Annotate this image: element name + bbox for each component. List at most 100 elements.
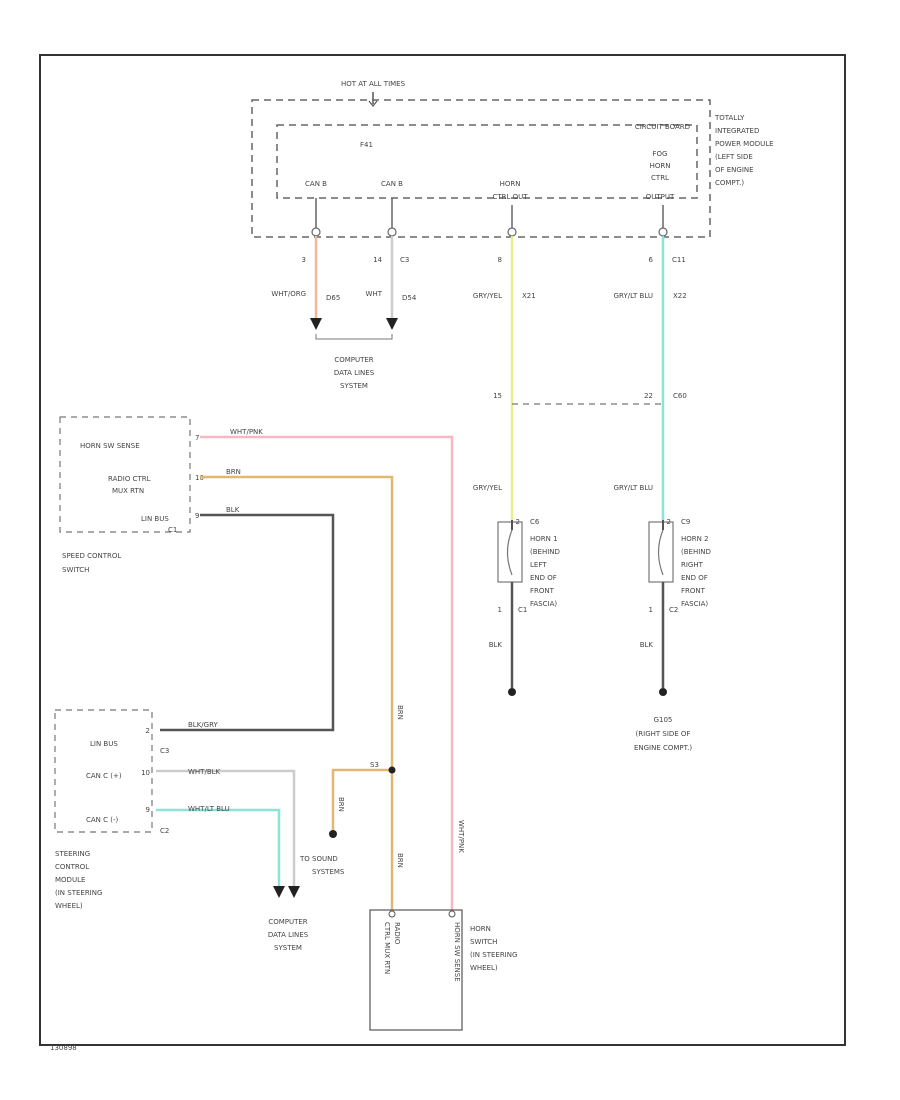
svg-text:SYSTEMS: SYSTEMS xyxy=(312,868,345,876)
svg-text:INTEGRATED: INTEGRATED xyxy=(715,127,759,135)
pin-label-fog-horn: HORN xyxy=(650,162,671,170)
horn-switch-inner-radio-2: CTRL MUX RTN xyxy=(383,922,391,974)
pin-14: 14 xyxy=(373,256,382,264)
svg-text:SWITCH: SWITCH xyxy=(62,566,89,574)
svg-text:HORN 2: HORN 2 xyxy=(681,535,709,543)
horn-switch-box xyxy=(369,909,463,1031)
scm-can-c-plus-label: CAN C (+) xyxy=(86,772,122,780)
circuit-x22: X22 xyxy=(673,292,687,300)
horn2-wire-label: GRY/LT BLU xyxy=(614,484,653,492)
svg-text:(BEHIND: (BEHIND xyxy=(530,548,560,556)
power-module-title: TOTALLY INTEGRATED POWER MODULE (LEFT SI… xyxy=(714,114,774,187)
scm-pin-2: 2 xyxy=(146,727,150,735)
svg-text:COMPT.): COMPT.) xyxy=(715,179,744,187)
pin-8: 8 xyxy=(498,256,502,264)
svg-text:FASCIA): FASCIA) xyxy=(530,600,557,608)
ground-g105-label: G105 (RIGHT SIDE OF ENGINE COMPT.) xyxy=(634,716,692,752)
svg-text:BLK: BLK xyxy=(489,641,503,649)
conn-c3: C3 xyxy=(400,256,409,264)
svg-text:1: 1 xyxy=(649,606,653,614)
svg-text:BLK: BLK xyxy=(640,641,654,649)
svg-text:FRONT: FRONT xyxy=(530,587,555,595)
wire-wht-pnk xyxy=(200,435,454,912)
brn-label-1: BRN xyxy=(396,705,404,720)
wire-wht-lt-blu xyxy=(156,808,281,886)
svg-text:COMPUTER: COMPUTER xyxy=(268,918,307,926)
svg-text:POWER MODULE: POWER MODULE xyxy=(715,140,774,148)
lin-bus-connector: C1 xyxy=(168,526,177,534)
svg-text:(BEHIND: (BEHIND xyxy=(681,548,711,556)
radio-ctrl-label-1: RADIO CTRL xyxy=(108,475,151,483)
inline-pin-22: 22 xyxy=(644,392,653,400)
wire-label-wht-blk: WHT/BLK xyxy=(188,768,221,776)
computer-data-lines-bottom: COMPUTER DATA LINES SYSTEM xyxy=(268,918,309,952)
pin-10: 10 xyxy=(195,474,204,482)
speed-control-switch-name: SPEED CONTROL SWITCH xyxy=(62,552,121,574)
svg-text:C1: C1 xyxy=(518,606,527,614)
wire-label-wht-pnk-2: WHT/PNK xyxy=(457,820,465,853)
svg-text:SWITCH: SWITCH xyxy=(470,938,497,946)
power-module-box xyxy=(251,99,711,238)
horn-switch-inner-radio-1: RADIO xyxy=(393,922,401,945)
svg-text:(RIGHT SIDE OF: (RIGHT SIDE OF xyxy=(636,730,691,738)
sound-systems-label: TO SOUND SYSTEMS xyxy=(299,855,345,876)
pin-label-fog: FOG xyxy=(653,150,668,158)
splice-s3 xyxy=(388,766,396,774)
ground-icon xyxy=(329,830,337,838)
splice-label: S3 xyxy=(370,761,379,769)
arrow-down-icon xyxy=(386,318,398,330)
horn-1: C6 2 HORN 1 (BEHIND LEFT END OF FRONT FA… xyxy=(489,518,560,696)
horn1-wire-label: GRY/YEL xyxy=(473,484,502,492)
steering-control-module-box xyxy=(54,709,153,833)
svg-text:SYSTEM: SYSTEM xyxy=(340,382,368,390)
pin-9: 9 xyxy=(195,512,199,520)
svg-text:LEFT: LEFT xyxy=(530,561,547,569)
svg-text:(LEFT SIDE: (LEFT SIDE xyxy=(715,153,753,161)
pin-7: 7 xyxy=(195,434,199,442)
wire-label-wht-lt-blu: WHT/LT BLU xyxy=(188,805,230,813)
pin-label-horn: HORN xyxy=(500,180,521,188)
svg-text:RIGHT: RIGHT xyxy=(681,561,704,569)
lin-bus-label: LIN BUS xyxy=(141,515,169,523)
diagram-code: 130898 xyxy=(50,1044,77,1052)
inline-pin-15: 15 xyxy=(493,392,502,400)
pin-label-fog-ctrl: CTRL xyxy=(651,174,669,182)
svg-text:2: 2 xyxy=(516,518,520,526)
svg-text:2: 2 xyxy=(667,518,671,526)
svg-text:C9: C9 xyxy=(681,518,690,526)
horn-sw-sense-label: HORN SW SENSE xyxy=(80,442,140,450)
svg-text:DATA LINES: DATA LINES xyxy=(268,931,309,939)
wire-label-gry-lt-blu: GRY/LT BLU xyxy=(614,292,653,300)
steering-control-module-name: STEERING CONTROL MODULE (IN STEERING WHE… xyxy=(55,850,102,910)
arrow-down-icon xyxy=(288,886,300,898)
pin-label-can-b-1: CAN B xyxy=(305,180,327,188)
scm-conn-c3: C3 xyxy=(160,747,169,755)
svg-text:STEERING: STEERING xyxy=(55,850,90,858)
hot-at-all-times-label: HOT AT ALL TIMES xyxy=(341,80,406,88)
wire-label-blk: BLK xyxy=(226,506,240,514)
pin-label-horn-ctrl: CTRL OUT xyxy=(492,193,528,201)
wire-brn-splice xyxy=(331,768,392,830)
wire-lin-bus xyxy=(160,513,335,732)
radio-ctrl-label-2: MUX RTN xyxy=(112,487,144,495)
svg-text:G105: G105 xyxy=(654,716,673,724)
computer-data-lines-top: COMPUTER DATA LINES SYSTEM xyxy=(334,356,375,390)
horn-2: C9 2 HORN 2 (BEHIND RIGHT END OF FRONT F… xyxy=(640,518,711,696)
speed-control-switch-box xyxy=(59,416,191,533)
conn-c11: C11 xyxy=(672,256,686,264)
pin-label-fog-output: OUTPUT xyxy=(646,193,675,201)
wire-label-wht-pnk: WHT/PNK xyxy=(230,428,263,436)
svg-text:END OF: END OF xyxy=(681,574,708,582)
svg-text:OF ENGINE: OF ENGINE xyxy=(715,166,754,174)
circuit-d54: D54 xyxy=(402,294,417,302)
wire-label-gry-yel: GRY/YEL xyxy=(473,292,502,300)
svg-text:DATA LINES: DATA LINES xyxy=(334,369,375,377)
scm-pin-10: 10 xyxy=(141,769,150,777)
fuse-label: F41 xyxy=(360,141,373,149)
circuit-board-label: CIRCUIT BOARD xyxy=(635,123,690,131)
horn-switch-inner-sense: HORN SW SENSE xyxy=(453,922,461,982)
wire-label-brn: BRN xyxy=(226,468,241,476)
horn-switch-name: HORN SWITCH (IN STEERING WHEEL) xyxy=(470,925,517,972)
svg-text:HORN 1: HORN 1 xyxy=(530,535,558,543)
